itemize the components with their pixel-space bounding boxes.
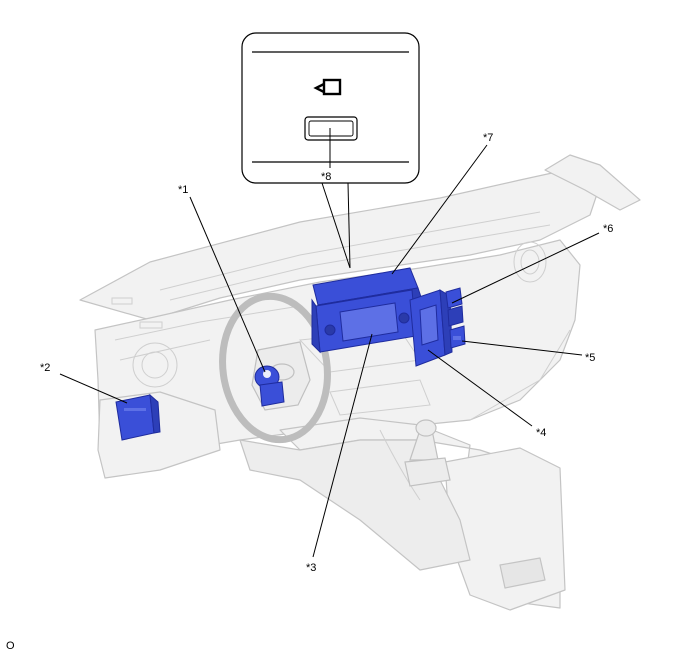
leader-2 <box>59 373 128 404</box>
component-5-module <box>449 325 466 349</box>
steering-wheel <box>219 292 331 444</box>
component-4-control-unit <box>409 289 453 367</box>
leader-5 <box>461 340 583 356</box>
inset-switch-outline <box>304 116 358 141</box>
leader-7 <box>391 144 488 275</box>
camera-bracket-icon <box>313 78 342 96</box>
callout-2: *2 <box>40 362 50 374</box>
figure-footnote: O <box>6 640 15 652</box>
component-1-steering-module <box>254 365 285 407</box>
callout-5: *5 <box>585 352 595 364</box>
inset-connector-lines <box>321 182 351 269</box>
callout-6: *6 <box>603 223 613 235</box>
component-3-radio-receiver <box>311 289 417 354</box>
leader-4 <box>427 349 533 427</box>
leader-lines <box>59 128 600 558</box>
callout-7: *7 <box>483 132 493 144</box>
callout-3: *3 <box>306 562 316 574</box>
component-2-side-module <box>115 393 161 441</box>
dashboard-body <box>79 154 641 611</box>
callout-8: *8 <box>321 171 331 183</box>
callout-4: *4 <box>536 427 546 439</box>
callout-1: *1 <box>178 184 188 196</box>
leader-6 <box>451 232 600 304</box>
detail-inset <box>241 32 420 184</box>
shift-lever <box>404 419 451 487</box>
leader-1 <box>189 196 266 373</box>
component-6-module <box>445 287 464 327</box>
leader-3 <box>312 333 373 558</box>
